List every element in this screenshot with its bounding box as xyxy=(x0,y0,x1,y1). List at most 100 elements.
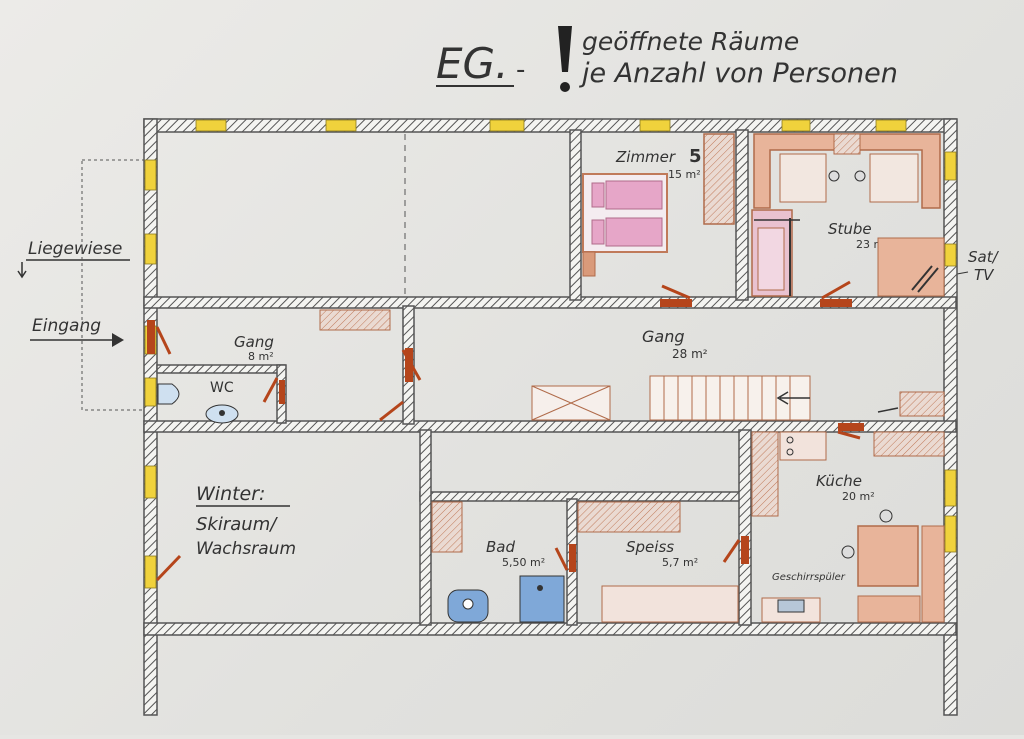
room-skiraum-line-3: Wachsraum xyxy=(196,539,296,559)
room-bad-area: 5,50 m² xyxy=(502,556,545,569)
door-kueche xyxy=(837,430,861,440)
window xyxy=(144,233,157,265)
door-frame xyxy=(820,299,852,307)
terrace-outline xyxy=(81,159,147,411)
eingang-label: Eingang xyxy=(30,316,124,347)
door-wc xyxy=(262,377,279,403)
window xyxy=(195,119,227,132)
room-speiss-area: 5,7 m² xyxy=(662,556,698,569)
room-skiraum-line-1: Winter: xyxy=(196,483,265,505)
wall-row-2 xyxy=(143,420,957,433)
window xyxy=(144,465,157,499)
bath-cabinet xyxy=(431,501,463,553)
room-bad: Bad 5,50 m² xyxy=(431,501,565,623)
window xyxy=(781,119,811,132)
arrow-right-icon xyxy=(112,333,124,347)
shoe-cabinet xyxy=(319,309,391,331)
window xyxy=(489,119,525,132)
door-frames xyxy=(147,299,864,572)
stove-inner xyxy=(757,227,785,291)
door-frame xyxy=(405,348,413,382)
door-winter xyxy=(155,554,182,582)
room-gang-small-name: Gang xyxy=(234,333,274,351)
window xyxy=(944,151,957,181)
dining-bench xyxy=(921,525,945,623)
door-zimmer xyxy=(661,284,691,300)
title-block: EG. - geöffnete Räume je Anzahl von Pers… xyxy=(436,26,898,92)
eingang-text: Eingang xyxy=(32,316,101,336)
door-entrance xyxy=(155,326,172,355)
room-gang-small: Gang 8 m² xyxy=(234,309,391,363)
hall-cabinet xyxy=(899,391,945,417)
door-speiss xyxy=(722,539,741,563)
room-stube-name: Stube xyxy=(828,220,872,238)
wall-kueche-left xyxy=(738,429,752,626)
pantry-shelf-lower xyxy=(601,585,739,623)
room-zimmer-area: 15 m² xyxy=(668,168,701,181)
window xyxy=(944,515,957,553)
window xyxy=(144,377,157,407)
door-bad xyxy=(554,547,569,571)
room-kueche-area: 20 m² xyxy=(842,490,875,503)
door-frame xyxy=(147,320,155,354)
toilet-icon xyxy=(157,383,180,405)
room-stube: Stube 23 m² xyxy=(751,133,945,297)
door-frame xyxy=(838,423,864,431)
floor-label: EG. xyxy=(436,39,508,88)
bed-mattress xyxy=(605,217,663,247)
room-kueche-name: Küche xyxy=(816,472,862,490)
window xyxy=(944,469,957,507)
window xyxy=(944,243,957,267)
bunk-bed xyxy=(582,173,668,277)
title-line-1: geöffnete Räume xyxy=(582,27,799,56)
outer-wall-top xyxy=(143,118,957,133)
window xyxy=(144,555,157,589)
sat-tv-line-2: TV xyxy=(974,266,995,284)
wall-zimmer-left xyxy=(569,129,582,301)
room-gang-large-area: 28 m² xyxy=(672,347,708,361)
room-bad-name: Bad xyxy=(486,538,515,556)
sat-tv-line-1: Sat/ xyxy=(968,248,1000,266)
liegewiese-text: Liegewiese xyxy=(28,239,122,259)
room-skiraum-line-2: Skiraum/ xyxy=(196,514,278,535)
room-kueche: Küche 20 m² Geschirrspüler xyxy=(751,431,945,623)
walls xyxy=(143,118,958,716)
window xyxy=(325,119,357,132)
arrow-left-icon xyxy=(776,391,810,405)
chair-icon xyxy=(841,545,855,559)
wall-bath-top xyxy=(419,491,741,502)
chair-icon xyxy=(854,170,866,182)
wall-row-1 xyxy=(143,296,957,309)
stove-icon xyxy=(779,431,827,461)
room-gang-large-name: Gang xyxy=(642,327,685,346)
shower-icon xyxy=(519,575,565,623)
kitchen-cabinet xyxy=(873,431,945,457)
table xyxy=(869,153,919,203)
wardrobe xyxy=(703,133,735,225)
wall-winter-right xyxy=(419,429,432,626)
room-gang-large: Gang 28 m² xyxy=(531,327,945,421)
door-stube xyxy=(821,280,851,300)
room-wc: WC xyxy=(157,380,239,424)
staircase xyxy=(649,375,811,421)
door-frame xyxy=(279,380,285,404)
room-zimmer-name: Zimmer xyxy=(615,148,676,166)
sat-tv-label: Sat/ TV xyxy=(945,248,1000,284)
floor-label-dash: - xyxy=(516,55,525,85)
tv-icon xyxy=(911,265,939,293)
window xyxy=(639,119,671,132)
pantry-shelf xyxy=(577,501,681,533)
liegewiese-label: Liegewiese xyxy=(17,239,130,279)
chair-icon xyxy=(879,509,893,523)
door-frame xyxy=(569,544,576,572)
door-gang-2 xyxy=(379,400,404,422)
room-speiss: Speiss 5,7 m² xyxy=(577,501,739,623)
dishwasher-label: Geschirrspüler xyxy=(772,572,846,583)
dining-bench xyxy=(857,595,921,623)
cabinet xyxy=(833,133,861,155)
chair-icon xyxy=(828,170,840,182)
dining-table xyxy=(857,525,919,587)
window xyxy=(144,159,157,191)
wall-zimmer-right xyxy=(735,129,749,301)
